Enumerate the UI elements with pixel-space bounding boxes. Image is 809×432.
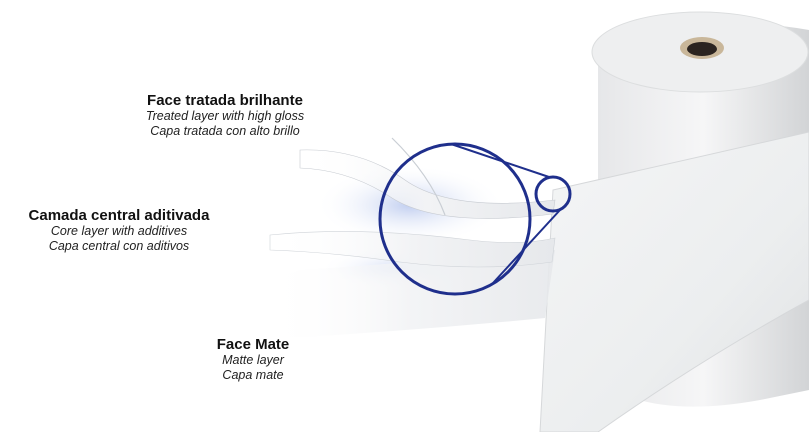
peeled-layers — [265, 137, 556, 338]
label-core-layer-en: Core layer with additives — [50, 224, 188, 239]
gloss-layer-curl — [391, 137, 446, 216]
magnifier-small-ring — [534, 175, 572, 213]
matte-layer-sheet — [265, 250, 555, 338]
label-matte-layer-en: Matte layer — [222, 353, 284, 368]
paper-roll-illustration — [539, 11, 809, 432]
core-layer-sheet — [269, 231, 556, 268]
label-gloss-layer-en: Treated layer with high gloss — [145, 109, 305, 124]
label-core-layer-es: Capa central con aditivos — [48, 238, 190, 253]
label-matte-layer: Face Mate Matte layer Capa mate — [168, 336, 338, 382]
gloss-layer-sheet — [299, 149, 556, 219]
magnifier-tangent-bottom — [492, 209, 561, 284]
unrolled-sheet — [539, 131, 809, 432]
magnifier-circle-icon — [378, 142, 572, 296]
label-matte-layer-es: Capa mate — [222, 367, 284, 382]
magnifier-large-ring — [378, 142, 532, 296]
label-gloss-layer-es: Capa tratada con alto brillo — [150, 123, 300, 138]
magnifier-tangent-top — [450, 143, 550, 178]
label-matte-layer-title: Face Mate — [216, 336, 290, 353]
label-gloss-layer: Face tratada brilhante Treated layer wit… — [110, 92, 340, 138]
label-gloss-layer-title: Face tratada brilhante — [147, 92, 303, 109]
roll-core-hole — [687, 42, 717, 56]
label-core-layer: Camada central aditivada Core layer with… — [4, 207, 234, 253]
label-core-layer-title: Camada central aditivada — [28, 207, 210, 224]
